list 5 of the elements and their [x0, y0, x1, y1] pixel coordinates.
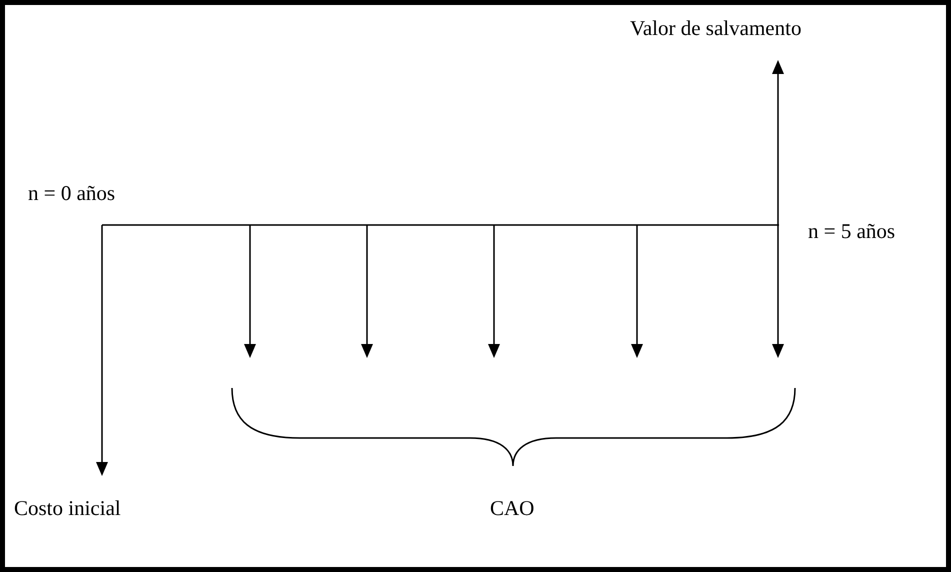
flow-label: Valor de salvamento	[630, 16, 802, 42]
flow-label: Costo inicial	[14, 496, 121, 522]
period-label: n = 5 años	[808, 219, 896, 244]
flow-label: CAO	[490, 496, 534, 522]
period-label: n = 0 años	[28, 181, 116, 206]
